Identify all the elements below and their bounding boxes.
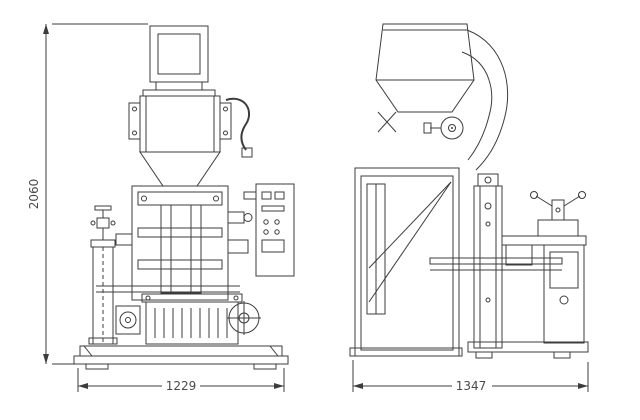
front-width-dimension-label: 1229 [166,379,197,393]
height-dimension-label: 2060 [27,179,41,210]
front-press-body [115,185,253,301]
arrow-down [43,354,49,364]
side-base [467,341,589,359]
front-view [73,25,295,370]
front-flywheel [227,301,261,335]
side-hopper [375,23,475,133]
arrow-right [578,383,588,389]
hand-clamp [530,191,586,237]
side-duct [423,29,509,171]
arrow-left [353,383,363,389]
arrow-right [274,383,284,389]
arrow-up [43,24,49,34]
side-view [349,23,589,359]
front-rails [96,285,240,293]
front-control-cabinet [243,183,295,277]
front-grate-section [141,293,243,345]
front-pump [115,305,141,335]
side-table-assembly [501,191,587,344]
front-top-box [142,25,216,97]
hose [225,97,251,151]
side-width-dimension: 1347 [352,360,589,393]
front-width-dimension: 1229 [77,368,285,393]
front-base [73,345,289,370]
front-hopper-housing [128,95,253,158]
side-width-dimension-label: 1347 [456,379,487,393]
front-funnel [139,151,221,187]
arrow-left [78,383,88,389]
front-cylinder-assembly [88,205,118,345]
height-dimension: 2060 [27,23,148,365]
side-frame-box [349,167,463,357]
side-machine-column [473,173,503,349]
